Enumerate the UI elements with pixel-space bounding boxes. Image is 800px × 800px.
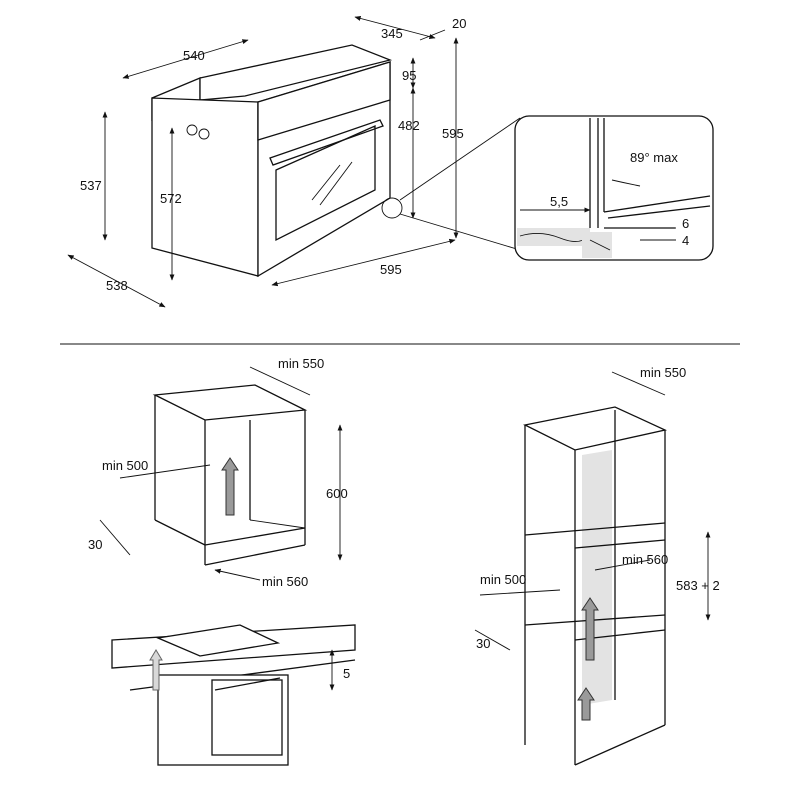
dim-537: 537: [80, 178, 102, 193]
dim-595-width: 595: [380, 262, 402, 277]
dim-540: 540: [183, 48, 205, 63]
airflow-arrow-icon: [149, 649, 163, 691]
dim-572: 572: [160, 191, 182, 206]
hinge-detail: 89° max 5,5 6 4: [514, 115, 714, 261]
col-min560: min 560: [622, 552, 668, 567]
detail-frame: [514, 115, 714, 261]
uc-30: 30: [88, 537, 102, 552]
oven-control-panel: [257, 61, 391, 141]
dim-95: 95: [402, 68, 416, 83]
detail-callout: [381, 197, 403, 219]
airflow-arrow-icon: [577, 687, 595, 721]
hob-plate: [155, 624, 281, 657]
detail-4: 4: [682, 233, 689, 248]
cabinet-top: [152, 384, 308, 421]
col-min550: min 550: [640, 365, 686, 380]
uc-min550: min 550: [278, 356, 324, 371]
dim-482: 482: [398, 118, 420, 133]
airflow-arrow-icon: [221, 457, 239, 516]
uc-min500: min 500: [102, 458, 148, 473]
dim-595-height: 595: [442, 126, 464, 141]
oven-dimension-view: 540 345 20 95 482 595 537 572 538 595: [67, 16, 714, 308]
oven-side-face: [151, 97, 259, 277]
hob-oven-installation: 5: [111, 624, 356, 766]
col-583: 583 + 2: [676, 578, 720, 593]
oven-door-handle: [269, 119, 384, 166]
uc-min560: min 560: [262, 574, 308, 589]
airflow-arrow-icon: [581, 597, 599, 661]
oven-door: [211, 679, 283, 756]
col-30: 30: [476, 636, 490, 651]
dim-538: 538: [106, 278, 128, 293]
column-cabinet: min 550 min 560 min 500 583 + 2 30: [474, 365, 720, 766]
detail-6: 6: [682, 216, 689, 231]
col-min500: min 500: [480, 572, 526, 587]
under-counter-cabinet: min 550 min 500 600 30 min 560: [88, 356, 348, 589]
vent-icon: [186, 124, 198, 136]
oven-top-face: [199, 44, 393, 101]
detail-angle: 89° max: [630, 150, 678, 165]
column-top: [523, 406, 668, 451]
dim-345: 345: [381, 26, 403, 41]
uc-600: 600: [326, 486, 348, 501]
hob-5: 5: [343, 666, 350, 681]
detail-gap: 5,5: [550, 194, 568, 209]
dim-20: 20: [452, 16, 466, 31]
